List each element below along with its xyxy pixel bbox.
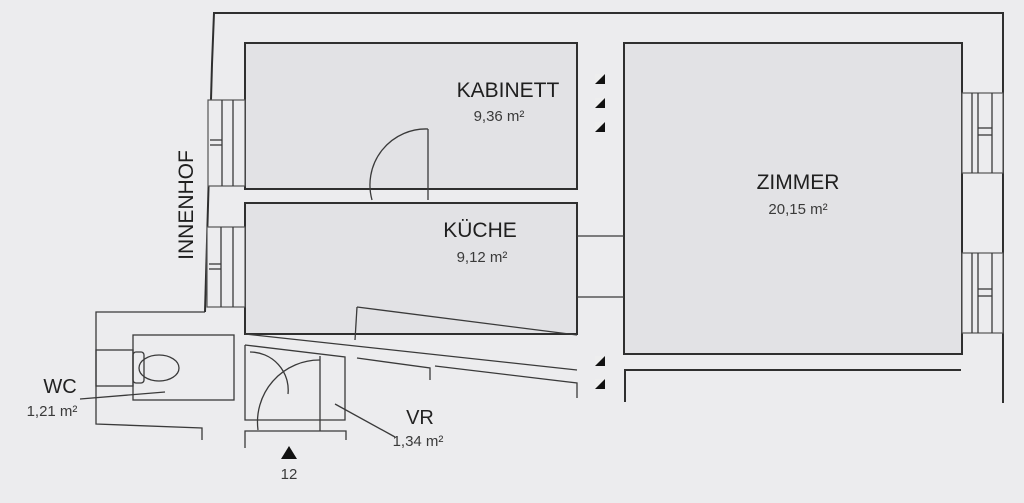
room-name-vr: VR — [406, 407, 434, 429]
room-name-wc: WC — [43, 376, 76, 398]
door-kabinett — [369, 128, 429, 201]
room-area-vr: 1,34 m² — [393, 433, 444, 450]
windows-left — [206, 99, 246, 308]
room-kabinett[interactable] — [244, 42, 578, 190]
vent-icon — [595, 74, 605, 84]
vent-markers — [595, 74, 605, 389]
entrance-marker: 12 — [281, 446, 298, 483]
room-kueche[interactable] — [244, 202, 578, 335]
innenhof-label: INNENHOF — [175, 150, 198, 260]
room-zimmer[interactable] — [623, 42, 963, 355]
toilet-icon — [132, 351, 180, 384]
room-name-kueche: KÜCHE — [443, 219, 517, 242]
room-name-zimmer: ZIMMER — [757, 171, 840, 194]
hallway — [244, 306, 578, 398]
room-area-wc: 1,21 m² — [27, 403, 78, 420]
vent-icon — [595, 379, 605, 389]
windows-right — [961, 92, 1004, 334]
entrance-arrow-icon — [281, 446, 297, 459]
vent-icon — [595, 122, 605, 132]
room-area-zimmer: 20,15 m² — [768, 201, 827, 218]
room-area-kabinett: 9,36 m² — [474, 108, 525, 125]
room-area-kueche: 9,12 m² — [457, 249, 508, 266]
passage — [577, 235, 624, 298]
vent-icon — [595, 98, 605, 108]
entrance-number: 12 — [281, 466, 298, 483]
room-wc[interactable] — [79, 334, 235, 401]
vent-icon — [595, 356, 605, 366]
room-vr[interactable] — [244, 344, 396, 448]
room-name-kabinett: KABINETT — [457, 79, 560, 102]
